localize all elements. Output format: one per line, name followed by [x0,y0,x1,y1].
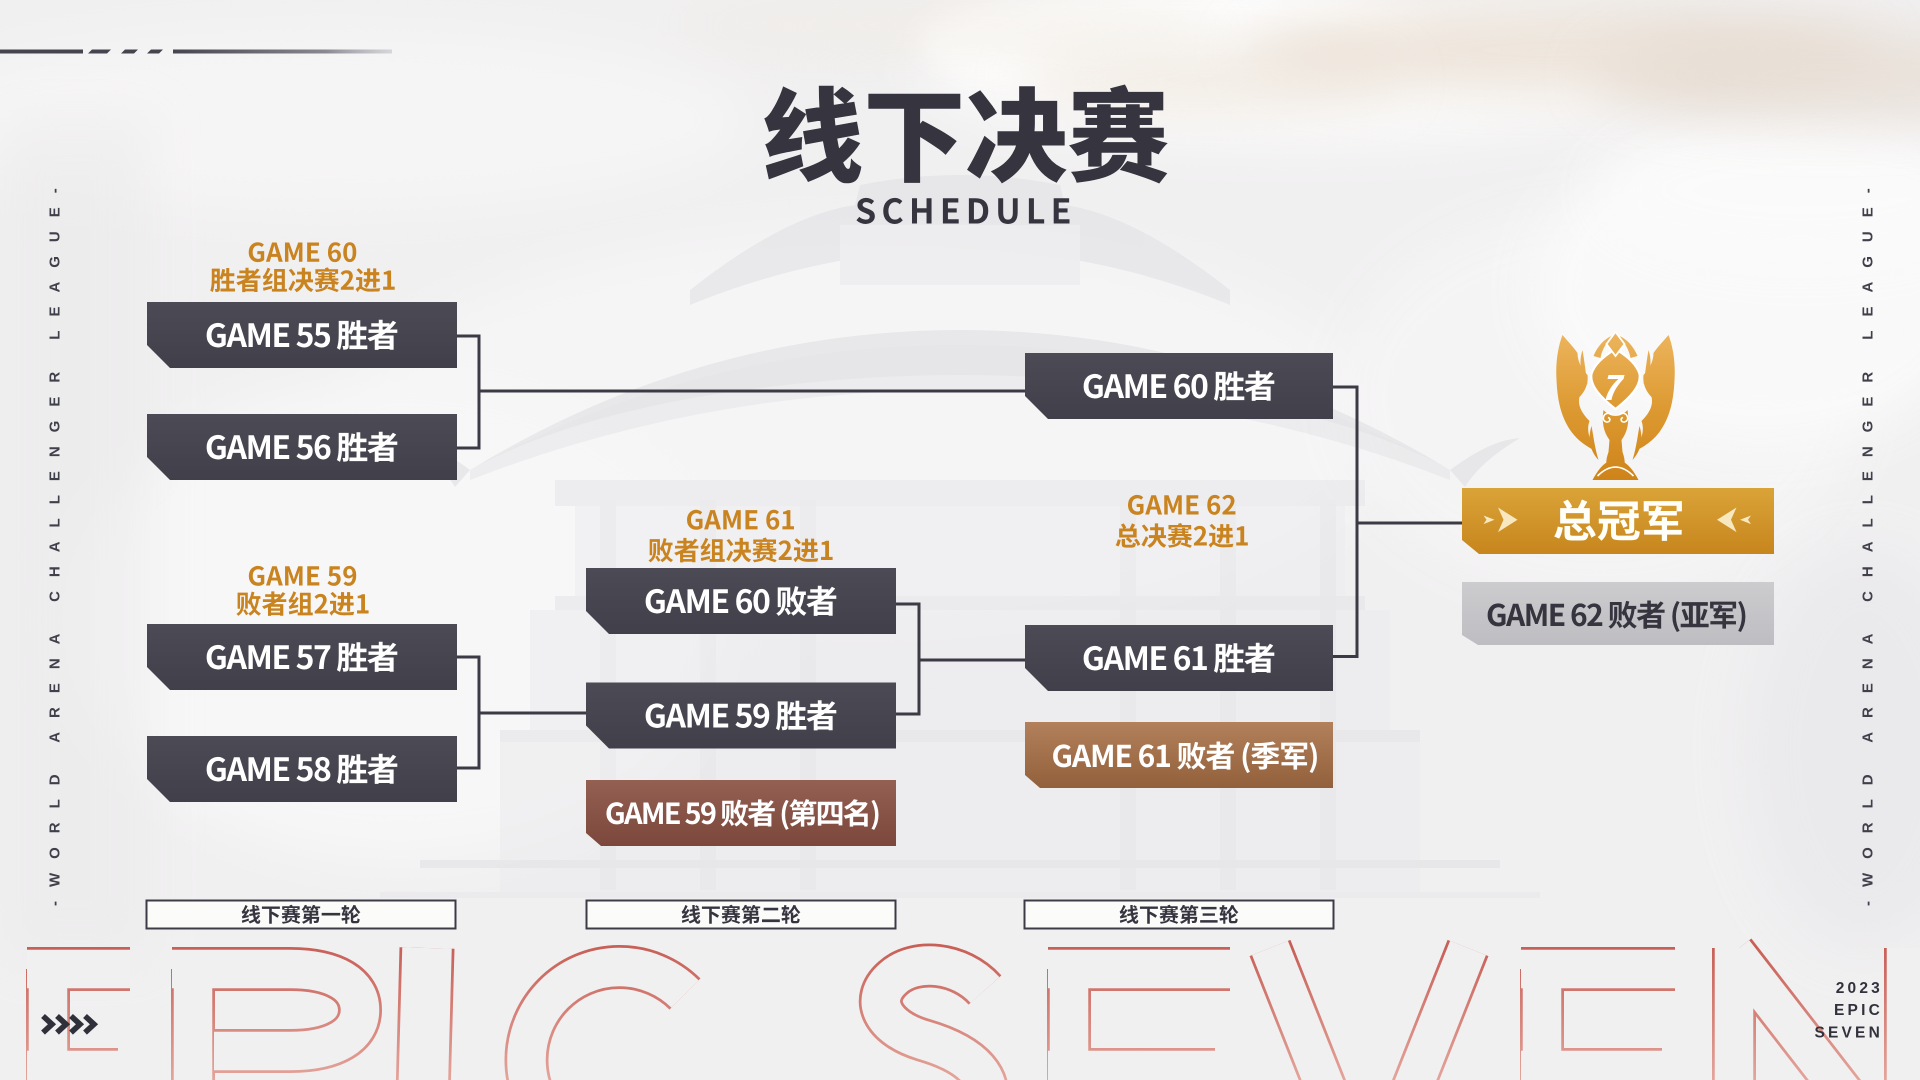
svg-text:SEVEN: SEVEN [1814,1025,1883,1042]
svg-text:EPIC: EPIC [1834,1002,1883,1019]
svg-text:-WORLD ARENA CHALLENGER LEAGUE: -WORLD ARENA CHALLENGER LEAGUE- [47,174,64,906]
svg-text:-WORLD ARENA CHALLENGER LEAGUE: -WORLD ARENA CHALLENGER LEAGUE- [1860,174,1877,906]
svg-text:2023: 2023 [1836,980,1883,997]
